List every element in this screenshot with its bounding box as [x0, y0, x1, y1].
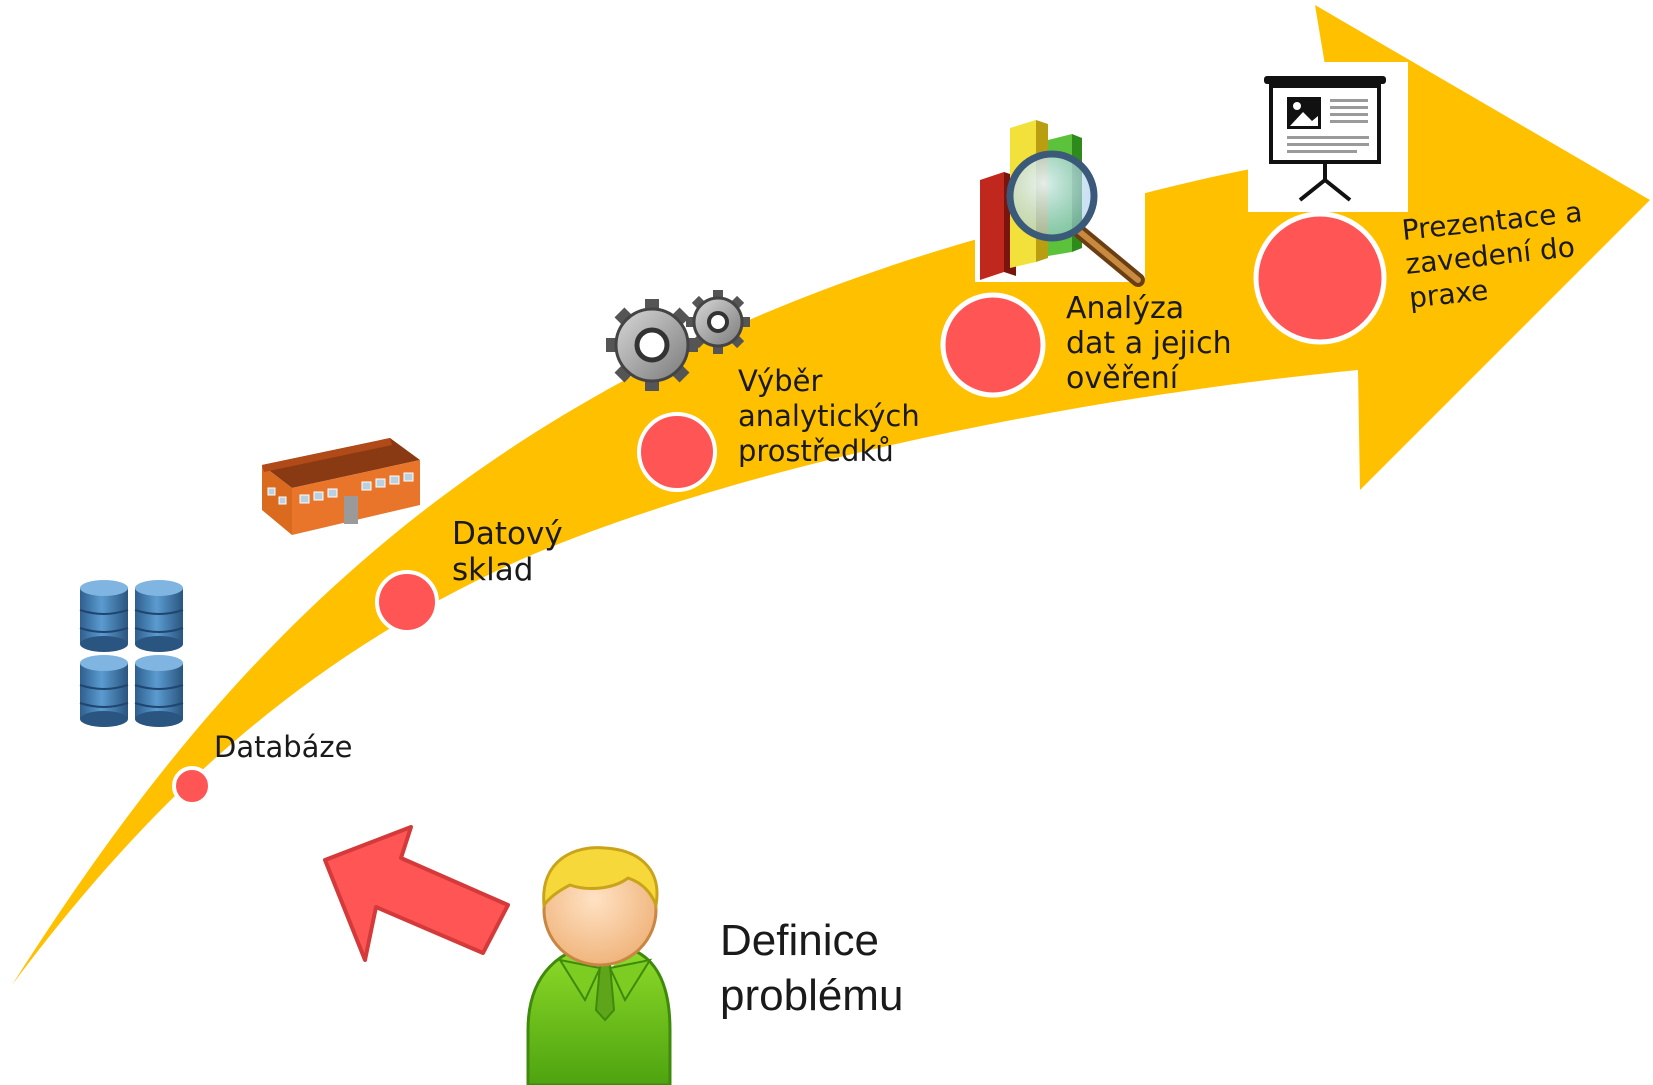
step-marker-datovy-sklad — [375, 570, 439, 634]
label-definice-problemu: Definice problému — [720, 916, 903, 1020]
label-analyza-line-3: ověření — [1066, 361, 1180, 396]
step-marker-analyza — [940, 292, 1046, 398]
step-marker-databaze — [172, 766, 212, 806]
warehouse-icon — [262, 438, 420, 535]
chart-magnifier-icon — [975, 110, 1145, 287]
label-databaze-line: Databáze — [214, 730, 353, 764]
label-vyber-line-1: Výběr — [738, 364, 822, 398]
step-markers — [172, 211, 1387, 806]
person-icon — [526, 846, 672, 1085]
label-vyber-line-2: analytických — [738, 399, 920, 433]
label-datovy-sklad-line-1: Datový — [452, 516, 563, 552]
database-icon — [79, 580, 184, 727]
process-arrow — [12, 5, 1650, 985]
label-analyza-line-1: Analýza — [1066, 291, 1184, 326]
label-databaze: Databáze — [214, 730, 353, 764]
label-datovy-sklad: Datový sklad — [452, 516, 573, 588]
step-marker-vyber — [637, 412, 717, 492]
label-analyza: Analýza dat a jejich ověření — [1066, 291, 1241, 396]
label-definice-line-2: problému — [720, 971, 903, 1020]
label-vyber-line-3: prostředků — [738, 434, 894, 468]
presentation-board-icon — [1248, 62, 1408, 212]
label-datovy-sklad-line-2: sklad — [452, 552, 533, 588]
step-marker-prezentace — [1253, 211, 1387, 345]
pointer-arrow — [323, 825, 510, 962]
label-definice-line-1: Definice — [720, 916, 879, 965]
label-analyza-line-2: dat a jejich — [1066, 326, 1232, 361]
label-vyber: Výběr analytických prostředků — [738, 364, 929, 468]
